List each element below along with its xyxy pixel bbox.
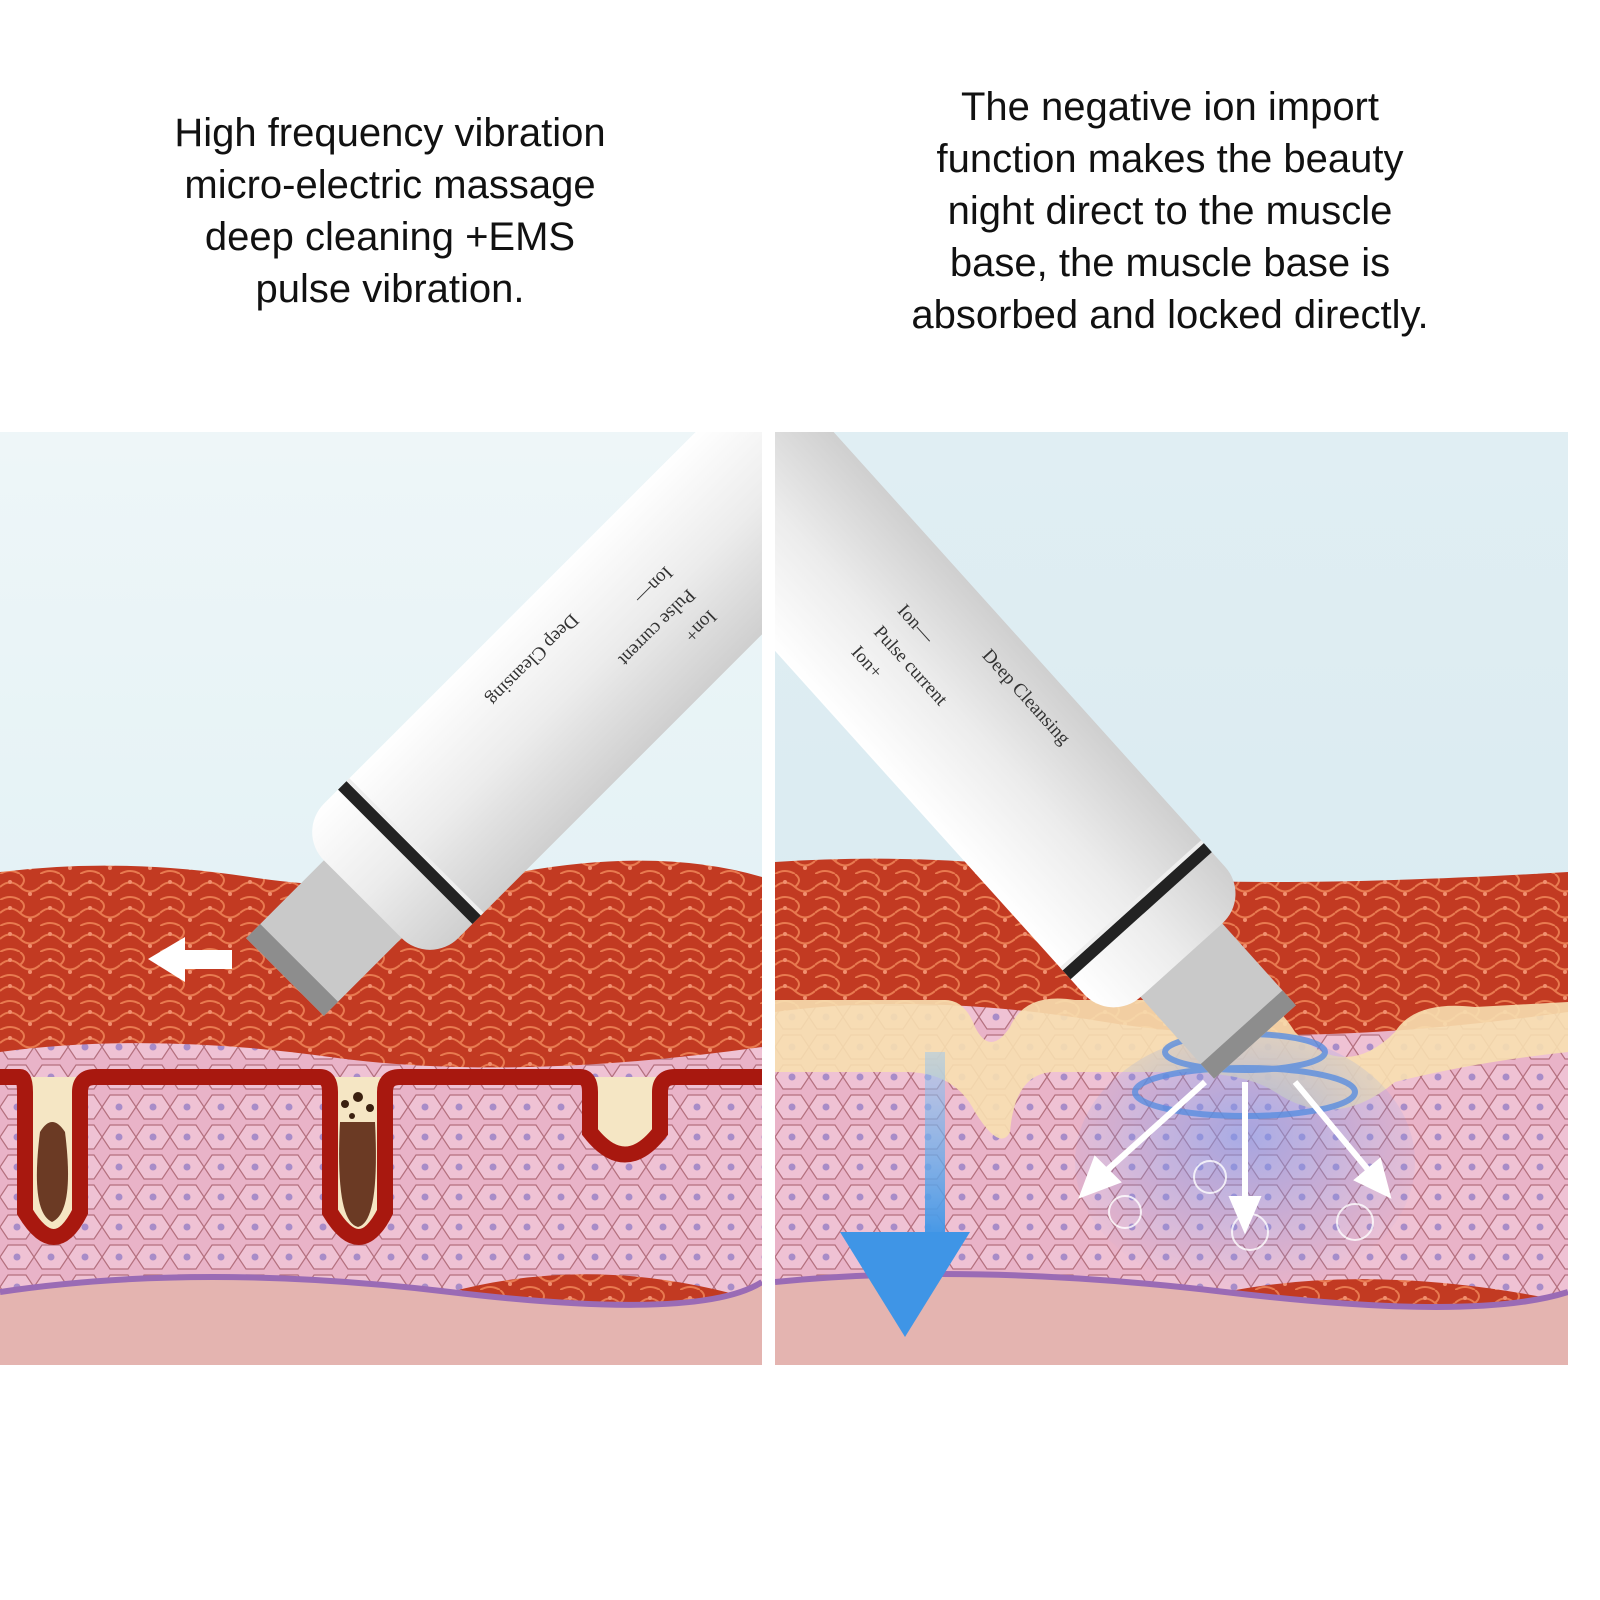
subcutaneous-layer <box>0 1277 762 1365</box>
caption-line: pulse vibration. <box>255 267 525 311</box>
left-arrow-icon <box>148 937 232 982</box>
follicles <box>0 1069 762 1245</box>
ion-import-illustration: Ion+ Pulse current Ion— Deep Cleansing <box>775 432 1568 1365</box>
left-caption: High frequency vibration micro-electric … <box>90 107 690 315</box>
caption-line: High frequency vibration <box>174 111 606 155</box>
negative-ion-bubbles <box>1108 1160 1374 1251</box>
ion-arrows <box>1078 1079 1392 1235</box>
caption-line: base, the muscle base is <box>949 241 1391 285</box>
subcutaneous-layer <box>775 1274 1568 1365</box>
absorption-arrow-shaft <box>925 1052 945 1242</box>
caption-line: night direct to the muscle <box>947 189 1393 233</box>
ultrasonic-scrubber-device: Ion+ Pulse current Ion— Deep Cleansing <box>246 432 762 1016</box>
basement-membrane <box>0 1274 762 1308</box>
deep-cleaning-illustration: Ion+ Pulse current Ion— Deep Cleansing <box>0 432 762 1365</box>
ultrasonic-scrubber-device: Ion+ Pulse current Ion— Deep Cleansing <box>775 432 1296 1079</box>
down-arrow-icon <box>840 1232 970 1337</box>
caption-line: deep cleaning +EMS <box>204 215 576 259</box>
device-body <box>312 432 762 950</box>
caption-line: micro-electric massage <box>184 163 596 207</box>
caption-line: The negative ion import <box>960 85 1379 129</box>
device-body <box>775 432 1236 1008</box>
right-caption: The negative ion import function makes t… <box>860 81 1480 341</box>
caption-line: absorbed and locked directly. <box>911 293 1429 337</box>
caption-line: function makes the beauty <box>936 137 1404 181</box>
